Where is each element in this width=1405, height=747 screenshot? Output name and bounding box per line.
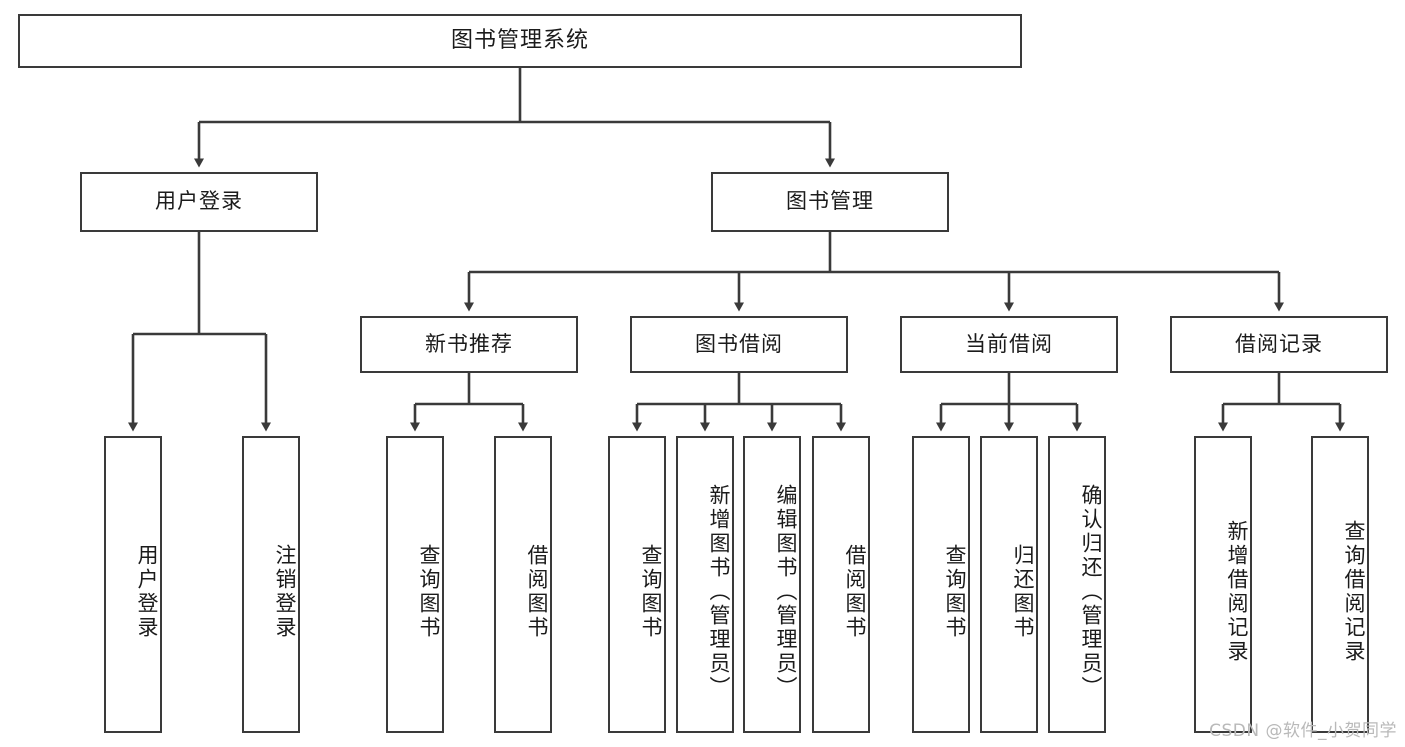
node-label: 新书推荐 bbox=[425, 331, 513, 356]
leaf-book-borrow-borrow-book[interactable]: 借阅图书 bbox=[812, 436, 870, 733]
node-label: 用户登录 bbox=[135, 543, 159, 640]
node-label: 归还图书 bbox=[1011, 543, 1035, 640]
node-label: 查询借阅记录 bbox=[1342, 519, 1366, 664]
node-book-borrowing[interactable]: 图书借阅 bbox=[630, 316, 848, 373]
node-label: 查询图书 bbox=[417, 543, 441, 640]
node-borrowing-record[interactable]: 借阅记录 bbox=[1170, 316, 1388, 373]
leaf-user-login-sign-in[interactable]: 用户登录 bbox=[104, 436, 162, 733]
leaf-book-borrow-query-book[interactable]: 查询图书 bbox=[608, 436, 666, 733]
node-label: 用户登录 bbox=[155, 189, 243, 214]
leaf-user-login-sign-out[interactable]: 注销登录 bbox=[242, 436, 300, 733]
node-label: 借阅图书 bbox=[525, 543, 549, 640]
node-label: 当前借阅 bbox=[965, 331, 1053, 356]
leaf-borrow-record-query-record[interactable]: 查询借阅记录 bbox=[1311, 436, 1369, 733]
leaf-current-borrow-confirm-return-admin[interactable]: 确认归还（管理员） bbox=[1048, 436, 1106, 733]
leaf-borrow-record-add-record[interactable]: 新增借阅记录 bbox=[1194, 436, 1252, 733]
node-label: 新增借阅记录 bbox=[1225, 519, 1249, 664]
leaf-book-borrow-edit-book-admin[interactable]: 编辑图书（管理员） bbox=[743, 436, 801, 733]
node-label: 查询图书 bbox=[943, 543, 967, 640]
leaf-new-book-borrow-book[interactable]: 借阅图书 bbox=[494, 436, 552, 733]
leaf-current-borrow-query-book[interactable]: 查询图书 bbox=[912, 436, 970, 733]
node-user-login[interactable]: 用户登录 bbox=[80, 172, 318, 232]
node-label: 借阅记录 bbox=[1235, 331, 1323, 356]
leaf-book-borrow-add-book-admin[interactable]: 新增图书（管理员） bbox=[676, 436, 734, 733]
node-label: 图书管理系统 bbox=[450, 27, 589, 53]
leaf-new-book-query-book[interactable]: 查询图书 bbox=[386, 436, 444, 733]
node-label: 编辑图书（管理员） bbox=[774, 483, 798, 700]
node-label: 确认归还（管理员） bbox=[1079, 483, 1103, 700]
node-label: 查询图书 bbox=[639, 543, 663, 640]
node-current-borrowing[interactable]: 当前借阅 bbox=[900, 316, 1118, 373]
node-label: 图书管理 bbox=[786, 189, 874, 214]
node-root-book-management-system[interactable]: 图书管理系统 bbox=[18, 14, 1022, 68]
csdn-watermark: CSDN @软件_小贺同学 bbox=[1209, 721, 1397, 741]
leaf-current-borrow-return-book[interactable]: 归还图书 bbox=[980, 436, 1038, 733]
node-label: 借阅图书 bbox=[843, 543, 867, 640]
node-new-book-recommendation[interactable]: 新书推荐 bbox=[360, 316, 578, 373]
node-label: 注销登录 bbox=[273, 543, 297, 640]
node-book-management[interactable]: 图书管理 bbox=[711, 172, 949, 232]
node-label: 图书借阅 bbox=[695, 331, 783, 356]
node-label: 新增图书（管理员） bbox=[707, 483, 731, 700]
